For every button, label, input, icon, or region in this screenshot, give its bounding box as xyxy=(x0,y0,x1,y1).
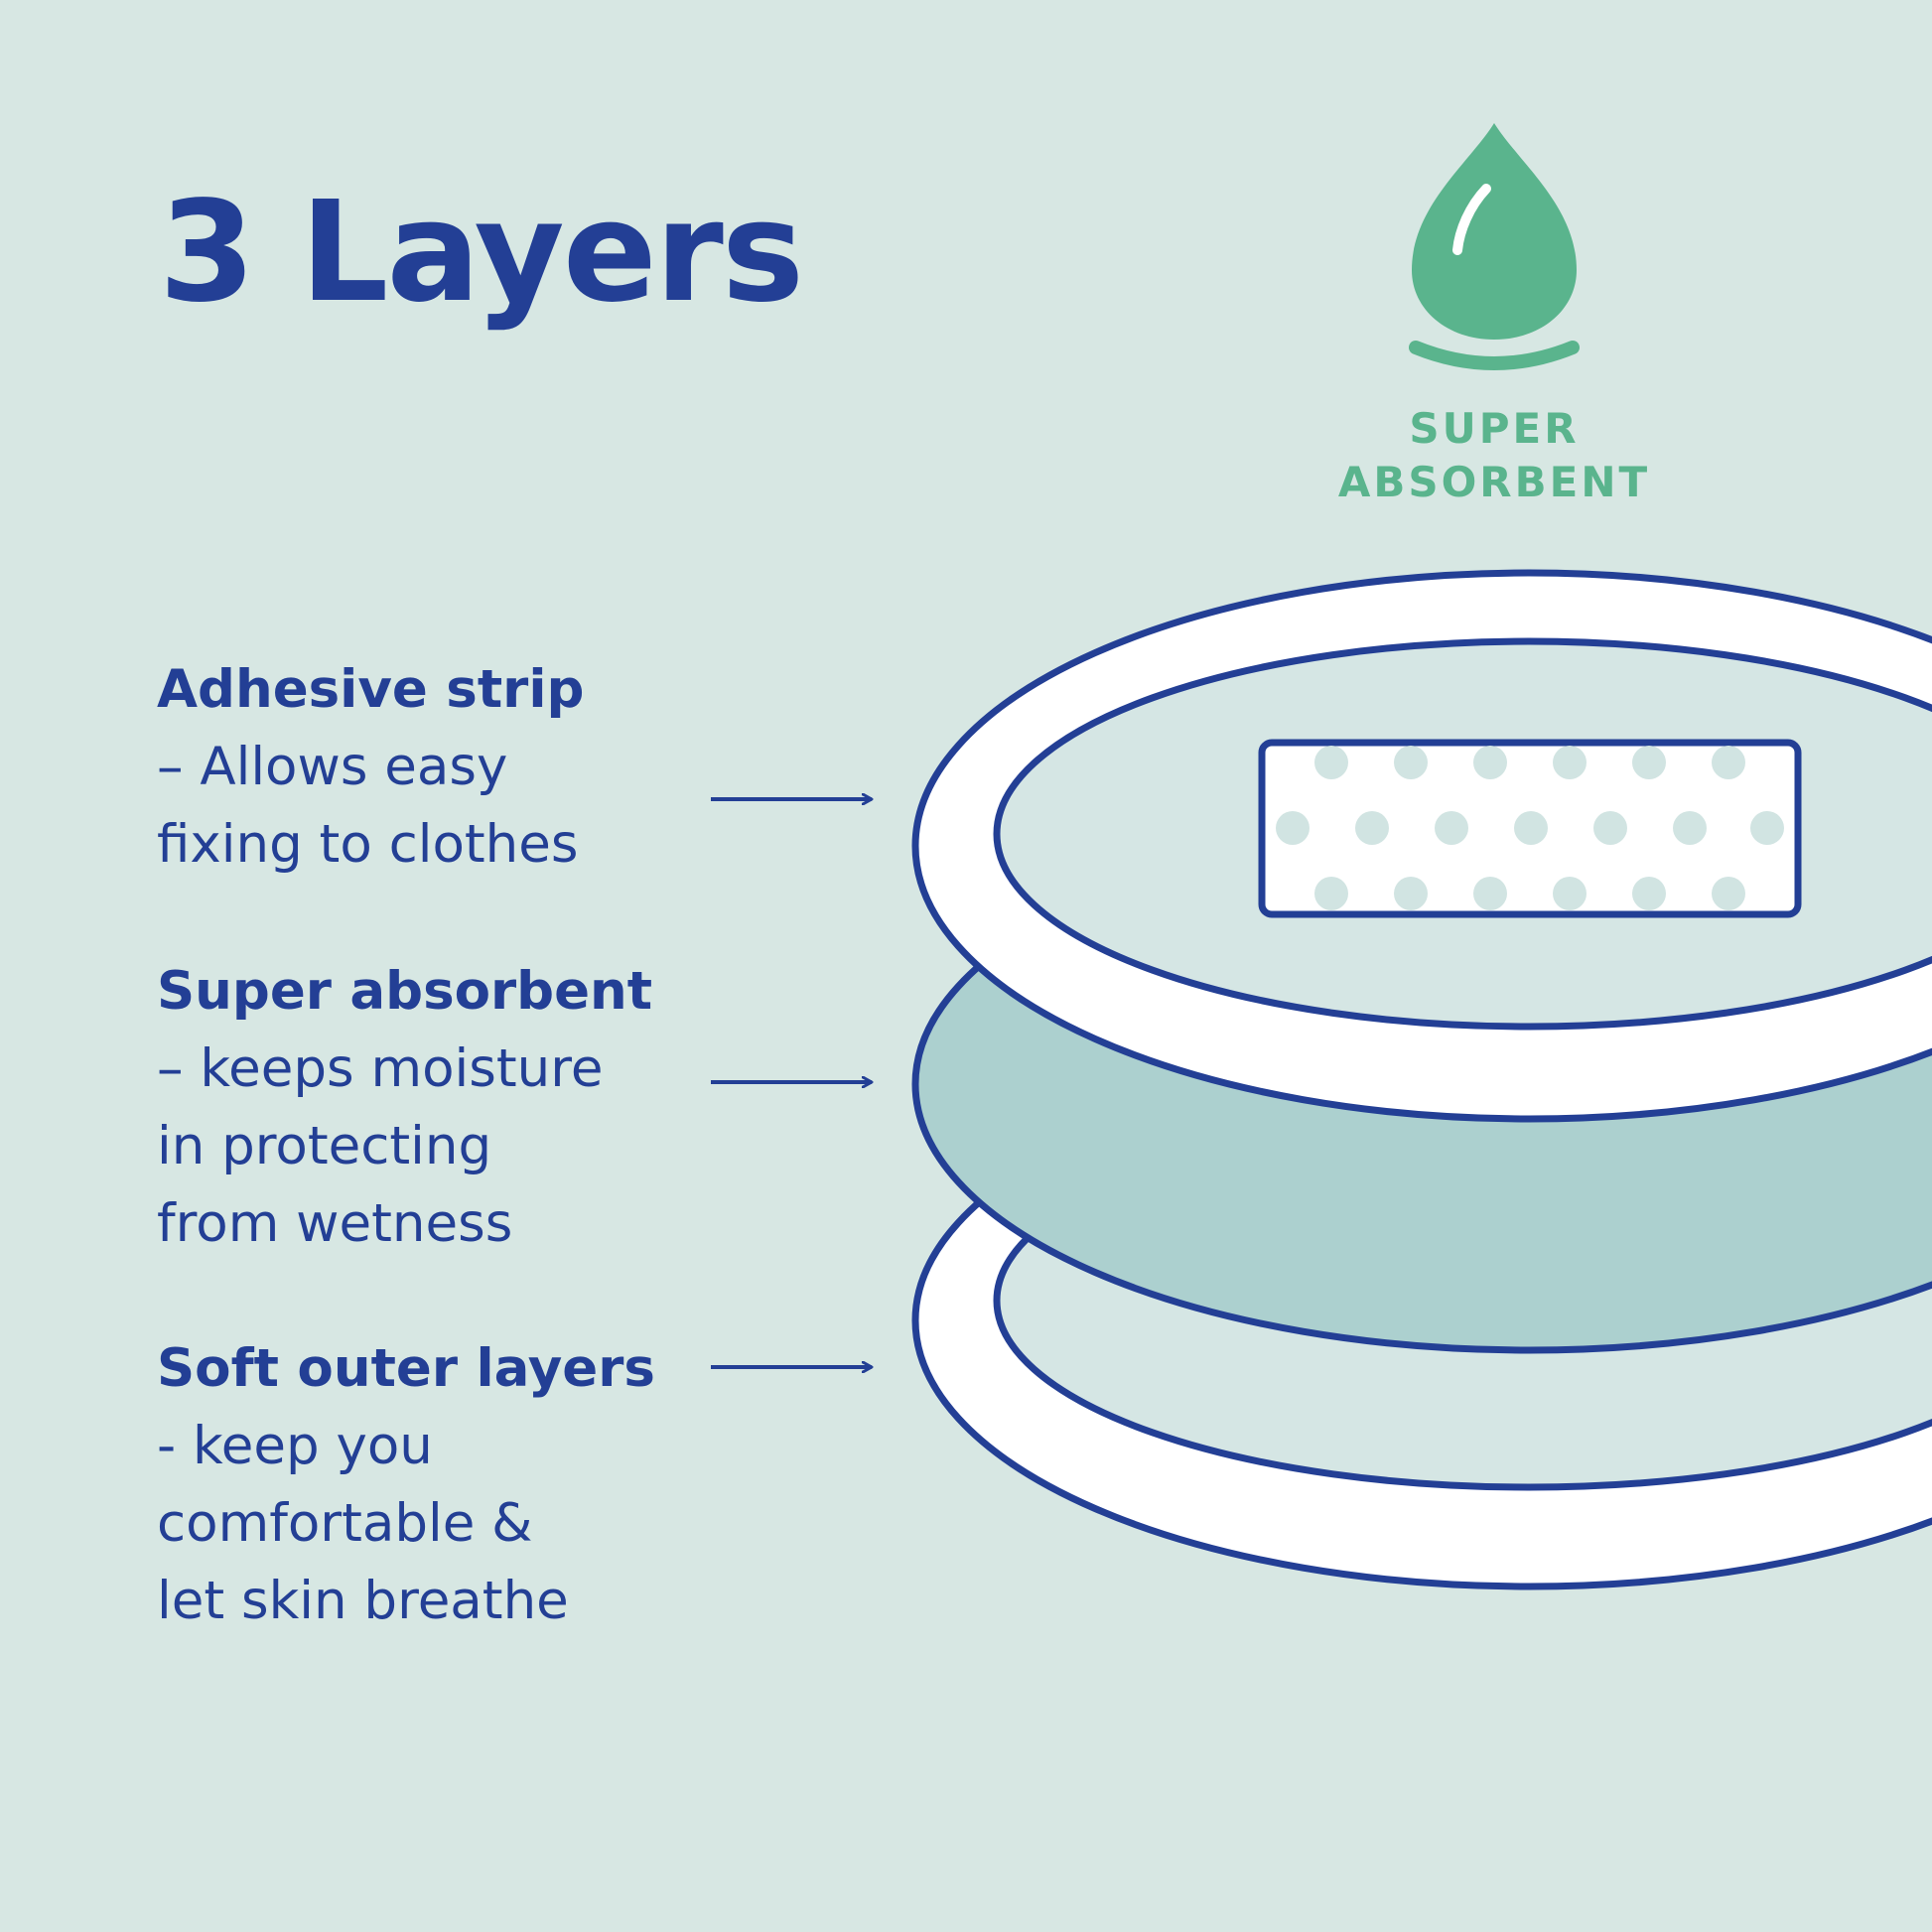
layer-title: Soft outer layers xyxy=(157,1338,655,1399)
soft-outer-layers-label: Soft outer layers - keep you comfortable… xyxy=(157,1330,713,1640)
badge-label-line-2: ABSORBENT xyxy=(1337,458,1651,506)
layer-title: Adhesive strip xyxy=(157,659,585,720)
badge-label-line-1: SUPER xyxy=(1409,404,1580,453)
super-absorbent-label: Super absorbent – keeps moisture in prot… xyxy=(157,953,713,1263)
adhesive-strip-label: Adhesive strip – Allows easy fixing to c… xyxy=(157,651,713,884)
page-title: 3 Layers xyxy=(159,172,804,334)
adhesive-strip xyxy=(1258,739,1802,918)
super-absorbent-badge: SUPER ABSORBENT xyxy=(1320,119,1668,516)
layer-title: Super absorbent xyxy=(157,961,653,1022)
layer-description: – Allows easy fixing to clothes xyxy=(157,737,579,875)
layer-description: – keeps moisture in protecting from wetn… xyxy=(157,1038,604,1254)
water-drop-icon xyxy=(1409,123,1580,370)
layer-description: - keep you comfortable & let skin breath… xyxy=(157,1416,569,1631)
